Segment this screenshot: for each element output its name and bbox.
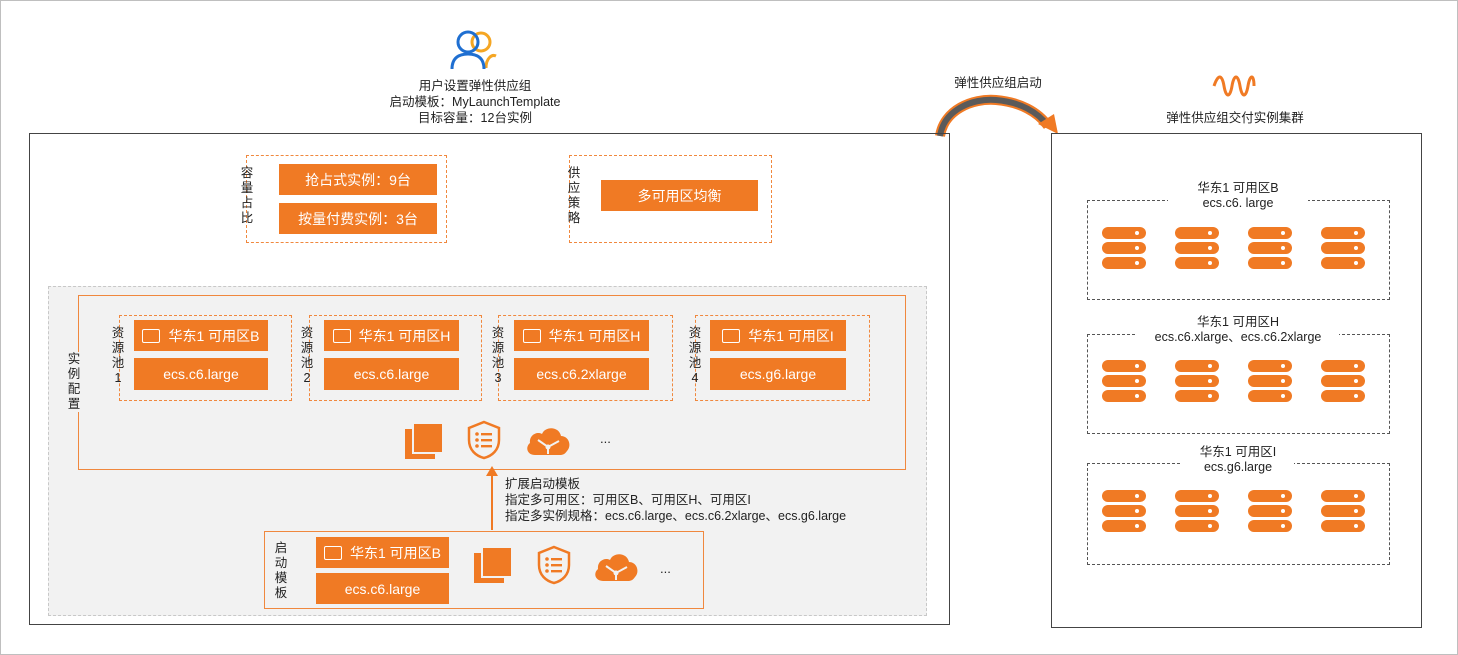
zone-icon — [323, 545, 342, 560]
extend-template-text: 扩展启动模板 指定多可用区：可用区B、可用区H、可用区I 指定多实例规格：ecs… — [505, 476, 846, 524]
server-icon — [1321, 490, 1365, 532]
more-config-ellipsis: ... — [600, 431, 611, 446]
server-icon — [1102, 360, 1146, 402]
cluster-zone-h-name: 华东1 可用区H — [1197, 315, 1279, 329]
instance-config-label: 实 例 配 置 — [66, 352, 82, 412]
pool-4-zone: 华东1 可用区I — [710, 320, 846, 351]
resource-pool-3 — [498, 315, 673, 401]
supply-strategy-section — [569, 155, 772, 243]
elastic-group-config-panel — [29, 133, 950, 625]
cluster-zone-i-name: 华东1 可用区I — [1199, 445, 1277, 459]
cloud-network-icon — [527, 428, 570, 455]
pool-2-zone: 华东1 可用区H — [324, 320, 459, 351]
zone-icon — [142, 328, 161, 343]
extend-arrow-line — [491, 470, 493, 530]
pool-2-type: ecs.c6.large — [324, 358, 459, 390]
resource-pool-2 — [309, 315, 482, 401]
launch-arrow-icon — [935, 94, 1058, 138]
cloud-network-icon — [595, 554, 638, 581]
image-copy-icon — [474, 546, 513, 583]
cluster-zone-h-label: 华东1 可用区H ecs.c6.xlarge、ecs.c6.2xlarge — [1137, 315, 1339, 345]
elastic-wave-icon — [1212, 75, 1256, 97]
pool-4-type: ecs.g6.large — [710, 358, 846, 390]
server-icon — [1248, 360, 1292, 402]
security-group-icon — [537, 545, 571, 585]
image-copy-icon — [405, 422, 444, 459]
resource-pool-3-label: 资 源 池 3 — [491, 326, 505, 385]
launch-template-name: 启动模板：MyLaunchTemplate — [389, 95, 561, 109]
extend-zones: 指定多可用区：可用区B、可用区H、可用区I — [505, 493, 751, 507]
spot-instance-count: 抢占式实例：9台 — [279, 164, 437, 195]
template-zone-label: 华东1 可用区B — [349, 544, 441, 561]
capacity-ratio-label: 容 量 占 比 — [240, 166, 254, 225]
launch-template-label: 启 动 模 板 — [274, 541, 288, 600]
launch-label: 弹性供应组启动 — [954, 76, 1042, 90]
pool-2-zone-label: 华东1 可用区H — [358, 327, 451, 344]
extend-instance-types: 指定多实例规格：ecs.c6.large、ecs.c6.2xlarge、ecs.… — [505, 509, 847, 523]
security-group-icon — [467, 420, 501, 460]
pool-1-zone-label: 华东1 可用区B — [168, 327, 260, 344]
server-icon — [1175, 490, 1219, 532]
delivered-cluster-panel — [1051, 133, 1422, 628]
capacity-ratio-section — [246, 155, 447, 243]
server-icon — [1175, 227, 1219, 269]
resource-pool-1 — [119, 315, 292, 401]
cluster-title: 弹性供应组交付实例集群 — [1166, 111, 1304, 125]
cluster-zone-h-types: ecs.c6.xlarge、ecs.c6.2xlarge — [1154, 330, 1322, 344]
extend-arrow-head-icon — [486, 466, 498, 476]
pool-3-zone-label: 华东1 可用区H — [548, 327, 641, 344]
pool-3-type: ecs.c6.2xlarge — [514, 358, 649, 390]
server-icon — [1175, 360, 1219, 402]
cluster-zone-b-types: ecs.c6. large — [1202, 196, 1274, 210]
user-setting-title: 用户设置弹性供应组 — [418, 79, 532, 93]
server-icon — [1248, 227, 1292, 269]
target-capacity: 目标容量：12台实例 — [418, 111, 532, 125]
zone-icon — [332, 328, 351, 343]
resource-pool-1-label: 资 源 池 1 — [111, 326, 125, 385]
pool-1-zone: 华东1 可用区B — [134, 320, 268, 351]
server-icon — [1321, 360, 1365, 402]
cluster-zone-i-label: 华东1 可用区I ecs.g6.large — [1182, 445, 1294, 475]
server-icon — [1248, 490, 1292, 532]
supply-strategy-label: 供 应 策 略 — [567, 166, 581, 225]
ondemand-instance-count: 按量付费实例：3台 — [279, 203, 437, 234]
server-icon — [1321, 227, 1365, 269]
resource-pool-4 — [695, 315, 870, 401]
resource-pool-4-label: 资 源 池 4 — [688, 326, 702, 385]
pool-4-zone-label: 华东1 可用区I — [748, 327, 834, 344]
multi-zone-balance: 多可用区均衡 — [601, 180, 758, 211]
server-icon — [1102, 227, 1146, 269]
zone-icon — [722, 328, 741, 343]
cluster-zone-b-name: 华东1 可用区B — [1197, 181, 1279, 195]
pool-3-zone: 华东1 可用区H — [514, 320, 649, 351]
extend-template-title: 扩展启动模板 — [505, 477, 581, 491]
server-icon — [1102, 490, 1146, 532]
template-more-ellipsis: ... — [660, 561, 671, 576]
resource-pool-2-label: 资 源 池 2 — [300, 326, 314, 385]
cluster-zone-i-types: ecs.g6.large — [1203, 460, 1273, 474]
zone-icon — [522, 328, 541, 343]
template-zone: 华东1 可用区B — [316, 537, 449, 568]
cluster-zone-b-label: 华东1 可用区B ecs.c6. large — [1168, 181, 1308, 211]
pool-1-type: ecs.c6.large — [134, 358, 268, 390]
user-group-icon — [450, 30, 497, 70]
template-type: ecs.c6.large — [316, 573, 449, 604]
